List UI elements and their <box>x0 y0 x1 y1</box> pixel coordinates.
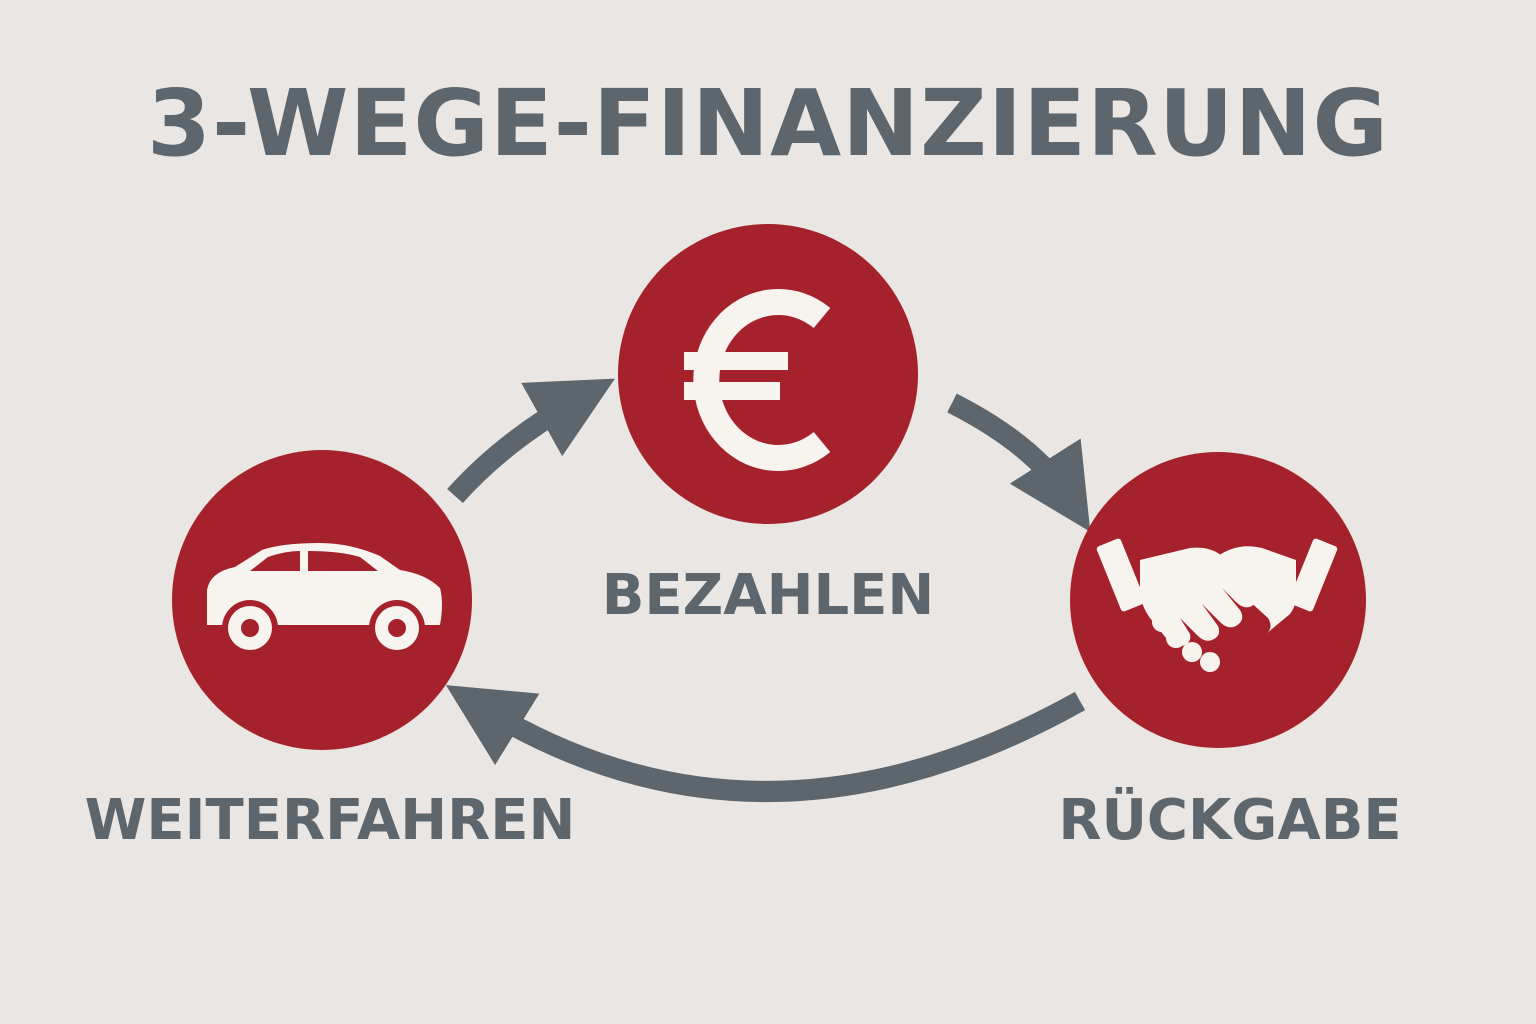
keep-label: WEITERFAHREN <box>84 788 576 853</box>
arrow-keep-to-pay <box>447 378 616 503</box>
arrow-back-to-keep <box>445 685 1086 802</box>
diagram-title: 3-WEGE-FINANZIERUNG <box>146 70 1390 177</box>
handshake-icon <box>1096 538 1338 672</box>
pay-node <box>618 224 918 524</box>
back-node <box>1070 452 1366 748</box>
back-label: RÜCKGABE <box>1058 788 1402 853</box>
pay-label: BEZAHLEN <box>601 563 935 628</box>
keep-node <box>172 450 472 750</box>
euro-icon <box>684 289 831 471</box>
car-icon <box>207 543 442 656</box>
arrow-pay-to-back <box>947 393 1091 532</box>
